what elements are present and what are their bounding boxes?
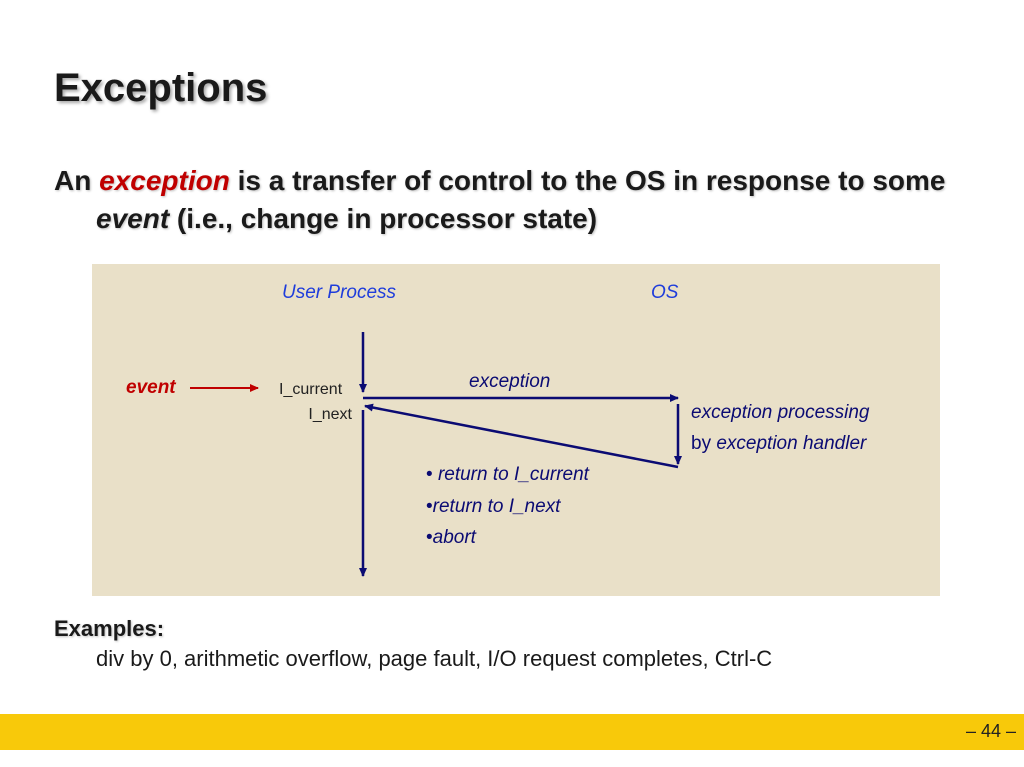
option-return-next: •return to I_next	[426, 496, 560, 518]
exception-flow-diagram: User Process OS event I_current I_next e…	[92, 264, 940, 596]
bullet-dot-icon: •	[426, 496, 433, 517]
option-abort: •abort	[426, 527, 476, 549]
i-current-label: I_current	[279, 381, 343, 398]
option-return-current: • return to I_current	[426, 464, 589, 486]
diagram-arrows	[190, 332, 682, 577]
option-return-current-text: return to I_current	[437, 464, 589, 485]
exception-label: exception	[469, 371, 551, 392]
bullet-line2: event (i.e., change in processor state)	[54, 200, 1014, 238]
examples-heading: Examples:	[54, 616, 165, 641]
exception-processing-label: exception processing	[691, 402, 870, 423]
bullet-dot-icon: •	[426, 464, 438, 485]
examples-section: Examples: div by 0, arithmetic overflow,…	[54, 614, 772, 674]
examples-text: div by 0, arithmetic overflow, page faul…	[96, 646, 773, 671]
user-process-label: User Process	[282, 282, 397, 303]
by-label: by	[691, 433, 717, 454]
os-label: OS	[651, 282, 679, 303]
i-next-label: I_next	[308, 406, 352, 423]
definition-bullet: An exception is a transfer of control to…	[54, 162, 1014, 238]
return-arrow	[364, 403, 679, 469]
footer-bar: – 44 –	[0, 714, 1024, 750]
term-event: event	[96, 203, 170, 234]
option-abort-text: abort	[432, 527, 476, 548]
slide-title: Exceptions	[54, 66, 268, 110]
bullet-dot-icon: •	[426, 527, 433, 548]
bullet-text-part2: is a transfer of control to the OS in re…	[229, 165, 946, 196]
option-return-next-text: return to I_next	[432, 496, 561, 517]
bullet-text-part3: (i.e., change in processor state)	[169, 203, 598, 234]
by-exception-handler-label: by exception handler	[691, 433, 866, 455]
bullet-text-part1: An	[54, 165, 100, 196]
page-number: – 44 –	[965, 721, 1016, 741]
event-label: event	[126, 377, 176, 398]
term-exception: exception	[99, 165, 230, 196]
exception-handler-label: exception handler	[716, 433, 867, 454]
